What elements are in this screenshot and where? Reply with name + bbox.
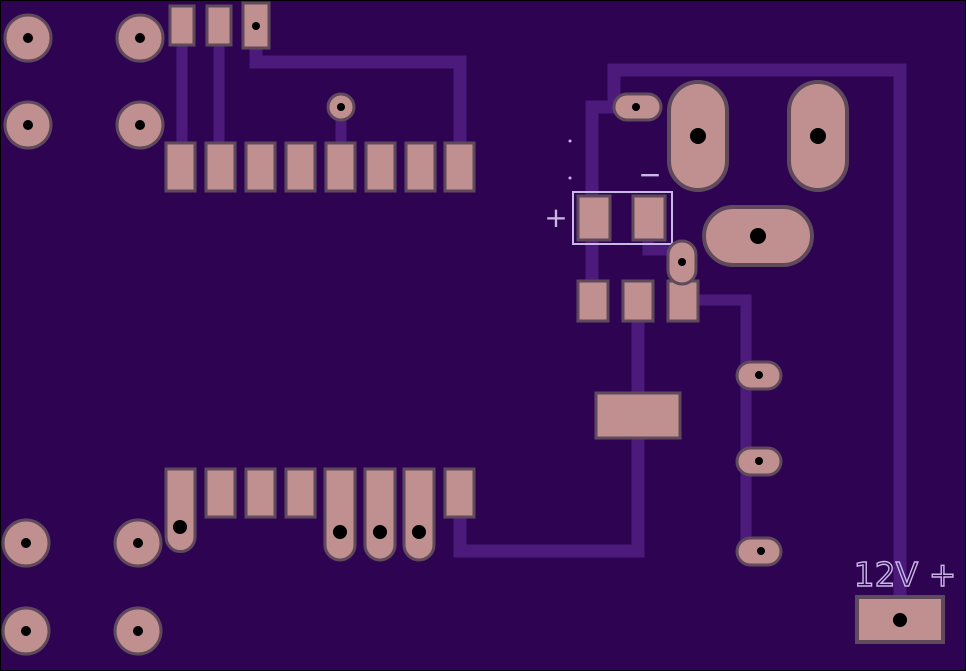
drill-hole (173, 520, 187, 534)
power-label: 12V + (854, 555, 957, 594)
drill-hole (133, 626, 143, 636)
drill-hole (135, 33, 145, 43)
ic-pad (244, 467, 277, 519)
ic-pad (364, 141, 397, 193)
drill-hole (252, 22, 260, 30)
drill-hole (412, 525, 426, 539)
ic-pad (204, 141, 237, 193)
drill-hole (373, 525, 387, 539)
capacitor-plus-label: + (544, 201, 567, 234)
ic-pads-bottom-row (164, 467, 476, 562)
capacitor-pad-plus (576, 194, 612, 242)
drill-hole (757, 547, 765, 555)
ic-pad (404, 141, 437, 193)
drill-hole (810, 128, 826, 144)
ic-pad-with-via (402, 467, 436, 562)
drill-hole (23, 33, 33, 43)
drill-hole (333, 525, 347, 539)
drill-hole (23, 120, 33, 130)
drill-hole (632, 103, 640, 111)
smd-pad (168, 4, 196, 47)
silk-dot (568, 139, 572, 143)
drill-hole (755, 457, 763, 465)
ic-pad-with-via (323, 467, 357, 562)
regulator-pads (576, 279, 700, 440)
ic-pads-top-row (164, 141, 476, 193)
smd-pad (205, 4, 233, 47)
ic-bottom-drills (173, 520, 426, 539)
capacitor-minus-label: − (638, 158, 661, 191)
ic-pad (284, 467, 317, 519)
drill-hole (135, 120, 145, 130)
drill-hole (21, 626, 31, 636)
silk-dot (568, 176, 572, 180)
ic-pad (324, 141, 357, 193)
power-terminal-pad (855, 595, 945, 644)
capacitor-outline (572, 191, 673, 245)
regulator-tab (594, 391, 682, 440)
ic-pad-with-via (164, 467, 197, 553)
capacitor-pads (576, 194, 667, 242)
drill-hole (893, 613, 907, 627)
regulator-pin-1 (576, 279, 610, 323)
regulator-pin-3 (666, 279, 700, 323)
ic-pad-with-via (363, 467, 397, 562)
drill-hole (690, 128, 706, 144)
capacitor-pad-minus (631, 194, 667, 242)
drill-hole (750, 228, 766, 244)
regulator-pin-2 (621, 279, 655, 323)
drill-hole (21, 538, 31, 548)
drill-hole (755, 371, 763, 379)
power-jack-drills (690, 128, 826, 244)
ic-pad (284, 141, 317, 193)
ic-pad (244, 141, 277, 193)
drill-hole (337, 103, 345, 111)
ic-pad (443, 141, 476, 193)
trace-7 (607, 63, 907, 622)
drill-hole (133, 538, 143, 548)
ic-pad (443, 467, 476, 519)
drill-hole (678, 258, 686, 266)
ic-pad (164, 141, 197, 193)
small-pad-drills (632, 103, 765, 555)
ic-pad (204, 467, 237, 519)
corner-pad-drills (21, 33, 145, 636)
